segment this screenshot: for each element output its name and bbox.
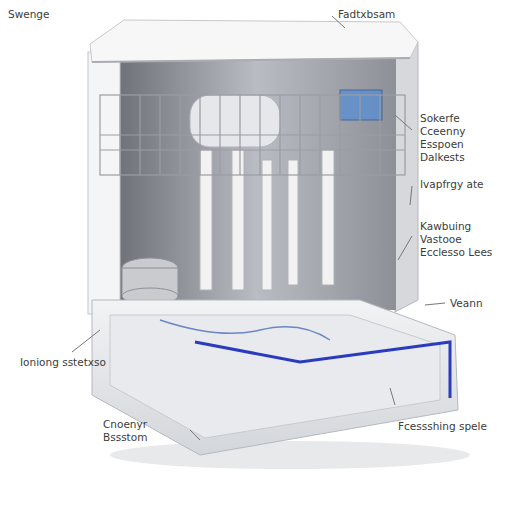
callout-label: Kawbuing Vastooe Ecclesso Lees xyxy=(420,220,506,259)
callout-label: Veann xyxy=(450,297,508,310)
left-wall xyxy=(88,52,120,314)
lid-edge xyxy=(92,58,410,62)
tub-interior xyxy=(118,58,396,310)
upper-rack xyxy=(100,95,405,175)
callout-label: Ivapfrgy ate xyxy=(420,178,506,191)
leader-lines xyxy=(72,16,445,440)
hose xyxy=(160,320,330,340)
callout-label: Sokerfe Cceenny Esspoen Dalkests xyxy=(420,112,506,164)
cutlery-basket xyxy=(122,258,178,304)
callout-label: Fadtxbsam xyxy=(338,8,438,21)
callout-label: Cnoenyr Bssstom xyxy=(103,418,193,444)
top-lid xyxy=(90,20,418,62)
callout-label: Fcessshing spele xyxy=(398,420,498,433)
door-inner xyxy=(110,315,440,438)
callout-label: Swenge xyxy=(8,8,88,21)
spray-pipes xyxy=(190,95,334,290)
callout-label: Ioniong sstetxso xyxy=(20,356,110,369)
door-seal xyxy=(195,342,450,398)
side-wall xyxy=(395,30,418,312)
shadow xyxy=(110,441,470,469)
